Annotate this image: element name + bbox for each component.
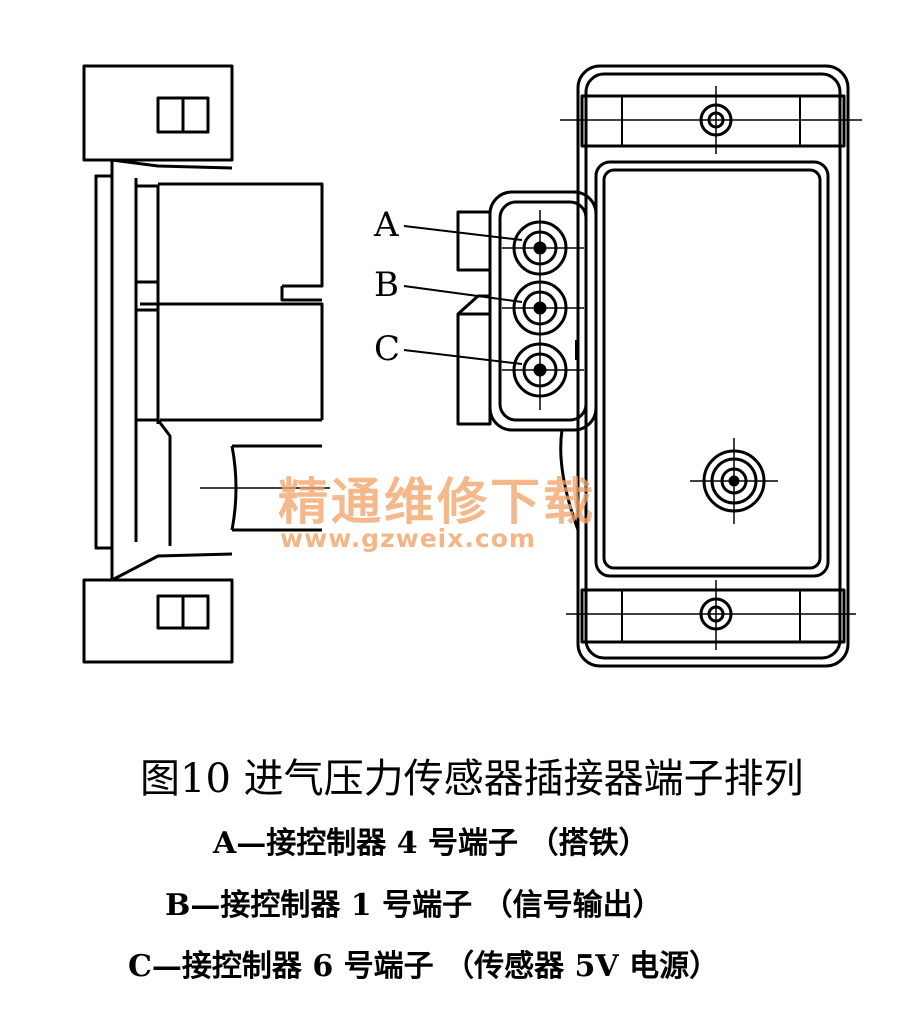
label-a: A <box>373 205 399 245</box>
watermark-brand: 精通维修下载 <box>278 473 596 531</box>
note-terminal-a: A—接控制器 4 号端子 （搭铁） <box>213 826 649 861</box>
watermark-url: www.gzweix.com <box>280 524 536 553</box>
label-c: C <box>374 329 400 369</box>
figure-caption: 图10 进气压力传感器插接器端子排列 <box>140 756 804 802</box>
side-view <box>82 64 330 664</box>
connector-diagram: A B C <box>82 64 862 668</box>
note-terminal-b: B—接控制器 1 号端子 （信号输出） <box>165 888 663 923</box>
front-view <box>403 64 862 668</box>
label-b: B <box>374 265 399 305</box>
note-terminal-c: C—接控制器 6 号端子 （传感器 5V 电源） <box>128 949 720 984</box>
